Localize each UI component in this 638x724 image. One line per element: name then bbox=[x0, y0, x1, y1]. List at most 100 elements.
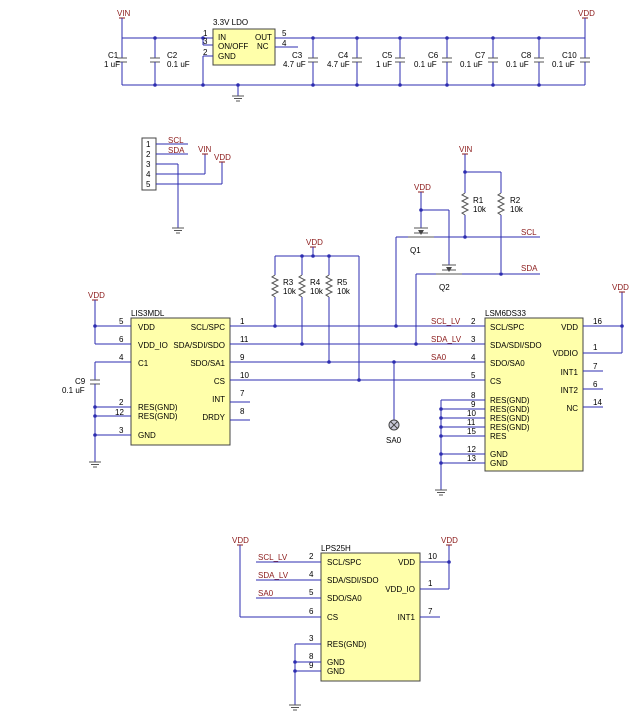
lis3mdl-right-pins-2-name-text: SDO/SA1 bbox=[190, 359, 225, 368]
lis3mdl-right-pins-0-name-text: SCL/SPC bbox=[191, 323, 225, 332]
lps25h-left-pins-4-name-text: RES(GND) bbox=[327, 640, 367, 649]
vdd-label-top: VDD bbox=[578, 9, 595, 18]
pullups-1-value-text: 10k bbox=[310, 287, 324, 296]
lsm6ds33-right-pins-3-num-text: 6 bbox=[593, 380, 598, 389]
c7-ref: C7 bbox=[475, 51, 486, 60]
ldo-chip bbox=[212, 28, 276, 66]
lis3mdl-right-pins-2-num-text: 9 bbox=[240, 353, 245, 362]
lis3mdl-right-pins-1-num-text: 11 bbox=[240, 335, 249, 344]
lsm6ds33-left-pins-8-name-text: RES bbox=[490, 432, 506, 441]
nets-sda-lv-text: SDA_LV bbox=[258, 571, 289, 580]
ldo-pin-numbers-out-text: 5 bbox=[282, 29, 287, 38]
level-shift-resistors-1-ref-text: R2 bbox=[510, 196, 521, 205]
lps25h-left-pins-6-name-text: GND bbox=[327, 667, 345, 676]
level-shift-resistors-0-value-text: 10k bbox=[473, 205, 487, 214]
sa0-pad[interactable] bbox=[388, 419, 400, 431]
lps25h-left-pins-0-name-text: SCL/SPC bbox=[327, 558, 361, 567]
c8-ref: C8 bbox=[521, 51, 532, 60]
lps25h-left-pins-3-num-text: 6 bbox=[309, 607, 314, 616]
c2-ref: C2 bbox=[167, 51, 178, 60]
c2-value: 0.1 uF bbox=[167, 60, 190, 69]
c6-value: 0.1 uF bbox=[414, 60, 437, 69]
header-pins-3-text: 4 bbox=[146, 170, 151, 179]
ldo-pin-numbers-gnd-text: 2 bbox=[203, 48, 208, 57]
lis3mdl-right-pins-4-name-text: INT bbox=[212, 395, 225, 404]
header-pins-1-text: 2 bbox=[146, 150, 151, 159]
power-vdd-text: VDD bbox=[306, 238, 323, 247]
c5-value: 1 uF bbox=[376, 60, 392, 69]
lsm6ds33-left-pins-6-num-text: 10 bbox=[467, 409, 476, 418]
c6-ref: C6 bbox=[428, 51, 439, 60]
level-shift-resistors-0-ref-text: R1 bbox=[473, 196, 484, 205]
pullups-2-ref-text: R5 bbox=[337, 278, 348, 287]
lsm6ds33-right-pins-1-num-text: 1 bbox=[593, 343, 598, 352]
lps25h-left-pins-1-num-text: 4 bbox=[309, 570, 314, 579]
ldo-pins-gnd-text: GND bbox=[218, 52, 236, 61]
sda-net-label: SDA bbox=[521, 264, 538, 273]
q2-mosfet bbox=[436, 264, 462, 275]
level-shifter: VIN R1 10k R2 10k VDD Q1 SCL bbox=[396, 145, 540, 292]
lsm6ds33-left-pins-3-num-text: 5 bbox=[471, 371, 476, 380]
lis3mdl-right-pins-5-num-text: 8 bbox=[240, 407, 245, 416]
lsm6ds33-left-pins-8-num-text: 15 bbox=[467, 427, 476, 436]
lsm6ds33-chip: LSM6DS33 SCL/SPC SDA/SDI/SDO SDO/SA0 CS … bbox=[467, 309, 602, 472]
ldo-pins-out-text: OUT bbox=[255, 33, 272, 42]
header-pins-4-text: 5 bbox=[146, 180, 151, 189]
lsm6ds33-left-pins-1-name-text: SDA/SDI/SDO bbox=[490, 341, 542, 350]
lsm6ds33-right-pins-1-name-text: VDDIO bbox=[553, 349, 578, 358]
level-shift-fets-0-text: Q1 bbox=[410, 246, 421, 255]
lsm6ds33-left-pins-1-num-text: 3 bbox=[471, 335, 476, 344]
sa0-label: SA0 bbox=[431, 353, 447, 362]
lsm6ds33-right-pins-0-name-text: VDD bbox=[561, 323, 578, 332]
c8-value: 0.1 uF bbox=[506, 60, 529, 69]
lps25h-right-pins-0-name-text: VDD bbox=[398, 558, 415, 567]
lsm6ds33-left-pins-5-name-text: RES(GND) bbox=[490, 405, 530, 414]
lsm6ds33-right-pins-3-name-text: INT2 bbox=[561, 386, 579, 395]
lis3mdl-left-pins-3-name-text: RES(GND) bbox=[138, 403, 178, 412]
ldo-pin-numbers-in-text: 1 bbox=[203, 29, 208, 38]
c3-value: 4.7 uF bbox=[283, 60, 306, 69]
lis3mdl-name-text: LIS3MDL bbox=[131, 309, 165, 318]
lsm6ds33-right-pins-0-num-text: 16 bbox=[593, 317, 602, 326]
lis3mdl-left-pins-2-name-text: C1 bbox=[138, 359, 149, 368]
power-vdd-text: VDD bbox=[414, 183, 431, 192]
lsm6ds33-left-pins-7-name-text: RES(GND) bbox=[490, 423, 530, 432]
header-vdd: VDD bbox=[214, 153, 231, 162]
lps25h-left-pins-4-num-text: 3 bbox=[309, 634, 314, 643]
lsm6ds33-right-pins-2-name-text: INT1 bbox=[561, 368, 579, 377]
lsm6ds33-left-pins-10-num-text: 13 bbox=[467, 454, 476, 463]
lis3mdl-left-pins-5-num-text: 3 bbox=[119, 426, 124, 435]
lsm6ds33-left-pins-0-num-text: 2 bbox=[471, 317, 476, 326]
ldo-title: 3.3V LDO bbox=[213, 18, 248, 27]
nets-scl-lv-text: SCL_LV bbox=[258, 553, 288, 562]
power-vdd-text: VDD bbox=[88, 291, 105, 300]
q1-mosfet bbox=[408, 227, 434, 238]
pullup-resistors: VDD R3 10k R4 10k R5 10k bbox=[271, 238, 360, 380]
lis3mdl-left-pins-2-num-text: 4 bbox=[119, 353, 124, 362]
lsm6ds33-left-pins-4-num-text: 8 bbox=[471, 391, 476, 400]
c5-ref: C5 bbox=[382, 51, 393, 60]
lsm6ds33-right-pins-4-name-text: NC bbox=[566, 404, 578, 413]
lis3mdl-left-pins-0-num-text: 5 bbox=[119, 317, 124, 326]
lis3mdl-left-pins-4-name-text: RES(GND) bbox=[138, 412, 178, 421]
lsm6ds33-left-pins-0-name-text: SCL/SPC bbox=[490, 323, 524, 332]
ldo-pins-in-text: IN bbox=[218, 33, 226, 42]
c3-ref: C3 bbox=[292, 51, 303, 60]
sda-lv-label: SDA_LV bbox=[431, 335, 462, 344]
lps25h-right-pins-2-name-text: INT1 bbox=[398, 613, 416, 622]
power-vdd-text: VDD bbox=[441, 536, 458, 545]
c9-value: 0.1 uF bbox=[62, 386, 85, 395]
lps25h-right-pins-2-num-text: 7 bbox=[428, 607, 433, 616]
lsm6ds33-name-text: LSM6DS33 bbox=[485, 309, 526, 318]
lps25h-left-pins-6-num-text: 9 bbox=[309, 661, 314, 670]
lis3mdl-left-pins-0-name-text: VDD bbox=[138, 323, 155, 332]
lps25h-left-pins-2-num-text: 5 bbox=[309, 588, 314, 597]
level-shift-resistors-1-value-text: 10k bbox=[510, 205, 524, 214]
header-pins-2-text: 3 bbox=[146, 160, 151, 169]
c9-ref: C9 bbox=[75, 377, 86, 386]
ldo-pins-nc-text: NC bbox=[257, 42, 269, 51]
header-pins-0-text: 1 bbox=[146, 140, 151, 149]
c10-ref: C10 bbox=[562, 51, 577, 60]
lps25h-chip: LPS25H SCL/SPC SDA/SDI/SDO SDO/SA0 CS RE… bbox=[309, 544, 437, 682]
c1-ref: C1 bbox=[108, 51, 119, 60]
